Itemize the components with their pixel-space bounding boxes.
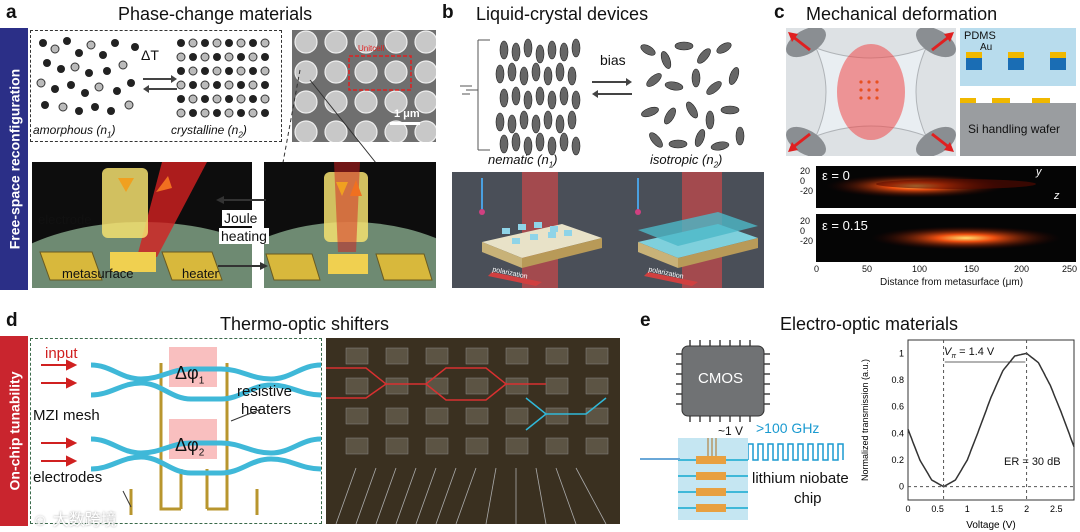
lc-device-render: polarization polarization bbox=[452, 172, 764, 288]
panel-d-letter: d bbox=[6, 310, 18, 331]
mzi-mesh-label: MZI mesh bbox=[33, 407, 100, 424]
square-wave-icon bbox=[748, 443, 844, 461]
heating-label: heating bbox=[219, 228, 269, 244]
volt-label: ~1 V bbox=[718, 424, 744, 438]
watermark: ☺ 大数跨境 bbox=[32, 512, 117, 529]
y-axis-label: y bbox=[1036, 166, 1042, 178]
heater-label: heater bbox=[182, 266, 219, 281]
chart-ylabel: Normalized transmission (a.u.) bbox=[860, 359, 870, 481]
sem-image: Unitcell 1 μm bbox=[292, 30, 436, 142]
x-tick-label: 0.5 bbox=[931, 504, 944, 514]
y-tick-label: 0.4 bbox=[891, 428, 904, 438]
x-tick-label: 2 bbox=[1024, 504, 1029, 514]
vpi-label: Vπ = 1.4 V bbox=[944, 346, 995, 361]
delta-t-label: ΔT bbox=[141, 47, 159, 63]
stretch-render bbox=[786, 28, 956, 156]
scale-bar-label: 1 μm bbox=[394, 108, 420, 120]
panel-e-letter: e bbox=[640, 310, 651, 331]
y-tick-label: 0.6 bbox=[891, 402, 904, 412]
crystalline-label: crystalline (n2) bbox=[171, 123, 247, 140]
input-label: input bbox=[45, 345, 78, 362]
au-label: Au bbox=[980, 42, 993, 53]
sidebar-on-chip: On-chip tunability bbox=[0, 336, 28, 526]
unitcell-label: Unitcell bbox=[358, 44, 385, 53]
chart-xlabel: Voltage (V) bbox=[966, 520, 1015, 531]
electrodes-label: electrodes bbox=[33, 469, 103, 486]
y-tick-label: 0 bbox=[899, 482, 904, 492]
transmission-series bbox=[907, 352, 1075, 488]
freq-label: >100 GHz bbox=[756, 420, 820, 436]
field-xticks: 0 50 100 150 200 250 bbox=[814, 264, 1078, 274]
heating-arrows-icon bbox=[216, 196, 268, 270]
isotropic-label: isotropic (n2) bbox=[650, 152, 723, 170]
nematic-label: nematic (n1) bbox=[488, 152, 558, 170]
z-axis-label: z bbox=[1054, 190, 1060, 202]
x-tick-label: 2.5 bbox=[1050, 504, 1063, 514]
lc-molecules-icon bbox=[460, 38, 745, 156]
panel-b-title: Liquid-crystal devices bbox=[476, 4, 649, 24]
device-render-right bbox=[264, 162, 436, 288]
bias-label: bias bbox=[600, 52, 626, 68]
joule-label: Joule bbox=[222, 210, 260, 226]
x-tick-label: 0 bbox=[905, 504, 910, 514]
er-label: ER = 30 dB bbox=[1004, 456, 1061, 468]
phase-box: ΔT amorphous (n1) crystalline (n2) bbox=[30, 30, 282, 142]
field-xlabel: Distance from metasurface (μm) bbox=[880, 277, 1024, 288]
y-tick-label: 1 bbox=[899, 348, 904, 358]
eps1-label: ε = 0.15 bbox=[822, 218, 868, 233]
dphi2-label: Δφ2 bbox=[175, 435, 205, 459]
panel-c-letter: c bbox=[774, 2, 785, 23]
device-render-left: electrode metasurface heater bbox=[32, 162, 252, 288]
field-map-eps1: ε = 0.15 bbox=[816, 214, 1076, 262]
sidebar-free-space-label: Free-space reconfiguration bbox=[6, 68, 22, 250]
eps0-label: ε = 0 bbox=[822, 168, 850, 183]
amorphous-label: amorphous (n1) bbox=[33, 123, 116, 140]
electrode-label: electrode bbox=[38, 212, 92, 227]
transmission-chart: Normalized transmission (a.u.) Voltage (… bbox=[860, 339, 1075, 531]
chip-photo bbox=[326, 338, 620, 524]
panel-a-title: Phase-change materials bbox=[118, 4, 313, 24]
amorphous-lattice-icon bbox=[36, 37, 270, 118]
mzi-box: input MZI mesh Δφ1 Δφ2 resistive heaters… bbox=[30, 338, 322, 524]
lithium-label: lithium niobate bbox=[752, 470, 849, 487]
panel-d-title: Thermo-optic shifters bbox=[220, 314, 390, 334]
cross-section-diagram: PDMS Au Si handling wafer bbox=[960, 28, 1076, 156]
cmos-label: CMOS bbox=[698, 370, 743, 387]
dphi1-label: Δφ1 bbox=[175, 363, 205, 387]
pdms-label: PDMS bbox=[964, 30, 996, 42]
panel-e-title: Electro-optic materials bbox=[780, 314, 959, 334]
resistive-label: resistive bbox=[237, 383, 293, 400]
watermark-icon: ☺ bbox=[32, 512, 53, 529]
y-tick-label: 0.2 bbox=[891, 455, 904, 465]
chart-frame bbox=[907, 339, 1075, 501]
cmos-chip-icon: CMOS bbox=[676, 340, 770, 422]
x-tick-label: 1 bbox=[965, 504, 970, 514]
panel-b-letter: b bbox=[442, 2, 454, 23]
sidebar-free-space: Free-space reconfiguration bbox=[0, 28, 28, 290]
zoom-lines bbox=[281, 69, 381, 169]
panel-c-title: Mechanical deformation bbox=[806, 4, 998, 24]
heaters-label: heaters bbox=[241, 401, 292, 418]
chip-label: chip bbox=[794, 490, 822, 507]
panel-a-letter: a bbox=[6, 2, 17, 23]
x-tick-label: 1.5 bbox=[991, 504, 1004, 514]
metasurface-label: metasurface bbox=[62, 266, 134, 281]
si-wafer-label: Si handling wafer bbox=[968, 122, 1061, 136]
sidebar-on-chip-label: On-chip tunability bbox=[6, 371, 22, 491]
field-map-eps0: ε = 0 y z bbox=[816, 166, 1076, 208]
y-tick-label: 0.8 bbox=[891, 375, 904, 385]
lithium-chip bbox=[678, 438, 748, 520]
fiber-line bbox=[640, 458, 680, 460]
